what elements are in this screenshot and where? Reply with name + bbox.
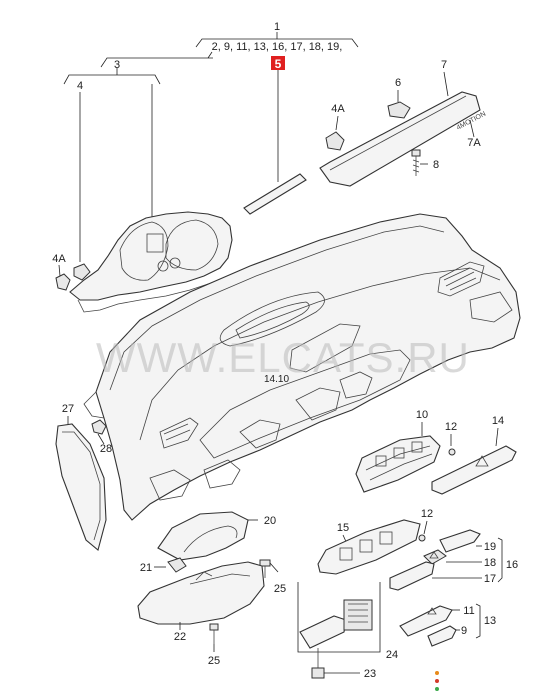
clip-21[interactable] <box>167 557 187 573</box>
instrument-cluster-trim[interactable] <box>69 211 233 313</box>
callout-10[interactable]: 10 <box>416 409 428 421</box>
status-dots <box>435 671 439 691</box>
leader-4a-top <box>335 115 339 131</box>
bracket-24 <box>297 582 381 653</box>
highlight-box <box>271 56 285 70</box>
leader-25-top <box>269 562 279 573</box>
callout-brackets <box>63 32 359 85</box>
callout-12-top[interactable]: 12 <box>445 421 457 433</box>
callout-7[interactable]: 7 <box>441 59 447 71</box>
frame-17[interactable] <box>389 561 435 591</box>
watermark: WWW.ELCATS.RU <box>96 334 470 381</box>
clip-6[interactable] <box>387 101 411 119</box>
callout-1[interactable]: 1 <box>274 21 280 33</box>
callout-17[interactable]: 17 <box>484 573 496 585</box>
callout-20[interactable]: 20 <box>264 515 276 527</box>
dashboard-panel[interactable] <box>83 213 521 521</box>
switch-bracket-10[interactable] <box>355 435 441 493</box>
callout-1-list: 2, 9, 11, 13, 16, 17, 18, 19, <box>212 41 343 53</box>
trim-strip-5[interactable] <box>243 173 307 215</box>
callout-21[interactable]: 21 <box>140 562 152 574</box>
screw-12-bottom[interactable] <box>418 534 426 542</box>
control-unit-24[interactable] <box>299 599 373 649</box>
leader-7 <box>443 71 449 97</box>
leader-28 <box>97 433 105 445</box>
trim-strip-7[interactable]: 4MOTION <box>319 91 487 187</box>
callout-28[interactable]: 28 <box>100 443 112 455</box>
trim-19[interactable] <box>439 529 481 553</box>
callout-19[interactable]: 19 <box>484 541 496 553</box>
leader-12-bottom <box>423 520 428 535</box>
switch-11[interactable] <box>399 605 453 637</box>
callout-12-bottom[interactable]: 12 <box>421 508 433 520</box>
screw-25-bottom[interactable] <box>209 623 219 644</box>
screw-12-top[interactable] <box>448 448 456 456</box>
callout-25-bottom[interactable]: 25 <box>208 655 220 667</box>
steering-trim-upper-20[interactable] <box>157 511 249 561</box>
clip-28[interactable] <box>91 419 107 435</box>
hazard-switch-18[interactable] <box>423 549 447 565</box>
side-cover-27[interactable] <box>55 423 107 551</box>
dot-orange <box>435 671 439 675</box>
dot-red <box>435 679 439 683</box>
bracket-16 <box>497 537 503 583</box>
screw-8[interactable] <box>411 149 421 176</box>
callout-22[interactable]: 22 <box>174 631 186 643</box>
callout-4a-left[interactable]: 4A <box>52 253 66 265</box>
callout-4[interactable]: 4 <box>77 80 83 92</box>
callout-16[interactable]: 16 <box>506 559 518 571</box>
callout-6[interactable]: 6 <box>395 77 401 89</box>
callout-3[interactable]: 3 <box>114 59 120 71</box>
callout-23[interactable]: 23 <box>364 668 376 680</box>
leader-14 <box>495 427 499 447</box>
callout-13[interactable]: 13 <box>484 615 496 627</box>
callout-5[interactable]: 5 <box>275 57 282 71</box>
callout-8[interactable]: 8 <box>433 159 439 171</box>
callout-14[interactable]: 14 <box>492 415 504 427</box>
connector-23[interactable] <box>311 648 325 679</box>
callout-27[interactable]: 27 <box>62 403 74 415</box>
leader-7a <box>469 119 475 138</box>
callout-15[interactable]: 15 <box>337 522 349 534</box>
dot-green <box>435 687 439 691</box>
leader-4a-left <box>58 264 61 277</box>
bracket-13 <box>475 603 481 639</box>
clip-4a-left[interactable] <box>55 263 91 291</box>
callout-11[interactable]: 11 <box>463 605 474 617</box>
code-fragment: 14.10 <box>264 374 289 385</box>
callout-25-top[interactable]: 25 <box>274 583 286 595</box>
callout-5-highlight[interactable]: 5 <box>271 56 285 71</box>
callout-18[interactable]: 18 <box>484 557 496 569</box>
clip-4a-top[interactable] <box>325 131 345 151</box>
callout-4a-top[interactable]: 4A <box>331 103 345 115</box>
switch-unit-15[interactable] <box>317 519 421 575</box>
callout-7a[interactable]: 7A <box>467 137 481 149</box>
callout-9[interactable]: 9 <box>461 625 467 637</box>
cover-9[interactable] <box>427 625 457 647</box>
callout-24[interactable]: 24 <box>386 649 398 661</box>
steering-trim-lower-22[interactable] <box>137 561 265 625</box>
switch-cover-14[interactable] <box>431 445 517 495</box>
